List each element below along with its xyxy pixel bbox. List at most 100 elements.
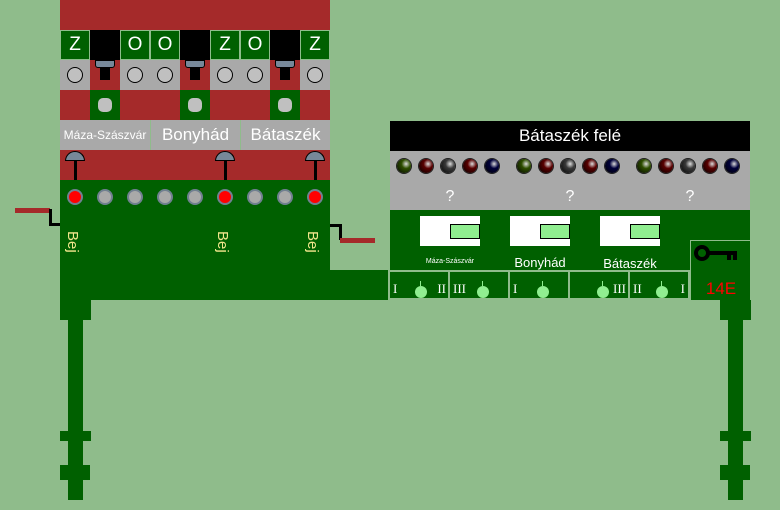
track-label: I [513,281,518,296]
track-label: I [680,281,685,296]
route-button-4[interactable]: O [150,30,180,60]
led-gray [441,159,455,173]
left-panel-header [60,0,330,30]
shunt-signal-head-icon [95,60,115,68]
track-section[interactable]: III [568,270,630,300]
push-button[interactable] [300,60,330,90]
signal-pole [314,160,317,180]
push-button[interactable] [60,60,90,90]
shunt-signal [270,60,300,90]
shunt-signal-post [100,68,110,80]
entry-label[interactable]: Bej [214,231,231,253]
panel-title: Bátaszék felé [390,121,750,151]
route-letter: Z [69,34,81,55]
indicator-lamp [127,189,143,205]
indicator-lamp [247,189,263,205]
shunt-signal-head-icon [275,60,295,68]
signal-pole [74,160,77,180]
route-button-7[interactable]: O [240,30,270,60]
track-occupancy-dot [415,286,427,298]
leg-crossbar [60,431,91,441]
indicator-lamp [277,189,293,205]
ring-button-icon [217,67,233,83]
point-switch-bataszek[interactable] [600,216,660,246]
track-section[interactable]: III [448,270,510,300]
leg-cap-right [720,300,751,320]
push-button[interactable] [240,60,270,90]
status-unknown: ? [685,188,695,205]
switch-label: Bonyhád [514,255,566,270]
wire [330,224,341,227]
signal-button[interactable] [90,90,120,120]
leg-cap-left [60,300,91,320]
route-slot-blank [270,30,300,60]
panel-cell [300,90,330,120]
track-section[interactable]: I [508,270,570,300]
entry-label[interactable]: Bej [304,231,321,253]
push-button[interactable] [150,60,180,90]
indicator-lamp [97,189,113,205]
track-stem [482,281,483,286]
status-unknown: ? [565,188,575,205]
route-slot-blank [90,30,120,60]
signal-band [60,150,330,180]
key-box[interactable]: 14E [690,240,750,300]
station-label-bonyhad: Bonyhád [150,120,240,150]
route-letter: O [157,34,173,55]
switch-label: Máza-Szászvár [425,258,475,265]
shunt-signal [180,60,210,90]
track-stem [602,281,603,286]
signal-pole [224,160,227,180]
led-red [463,159,477,173]
route-button-6[interactable]: Z [210,30,240,60]
signal-button[interactable] [270,90,300,120]
push-button[interactable] [210,60,240,90]
route-letter: O [247,34,263,55]
indicator-lamp [67,189,83,205]
indicator-lamp [217,189,233,205]
shunt-signal [90,60,120,90]
shunt-signal-head-icon [185,60,205,68]
shunt-signal-post [280,68,290,80]
indicator-lamp [307,189,323,205]
push-button[interactable] [120,60,150,90]
station-label-maza: Máza-Szászvár [60,120,150,150]
led-red [583,159,597,173]
track-stub-right [340,238,375,243]
key-icon [694,245,737,261]
track-label: III [613,281,626,296]
track-label: II [633,281,642,296]
ring-button-icon [247,67,263,83]
indicator-lamp [187,189,203,205]
switch-label: Bátaszék [603,256,657,271]
point-switch-maza[interactable] [420,216,480,246]
indicator-lamp [157,189,173,205]
shunt-signal-post [190,68,200,80]
led-green [637,159,651,173]
route-button-1[interactable]: Z [60,30,90,60]
ring-button-icon [307,67,323,83]
route-button-3[interactable]: O [120,30,150,60]
route-letter: Z [219,34,231,55]
led-blue [725,159,739,173]
switch-position-indicator [450,224,480,239]
track-stem [542,281,543,286]
point-switch-bonyhad[interactable] [510,216,570,246]
track-label: I [393,281,398,296]
entry-label[interactable]: Bej [64,231,81,253]
led-red [539,159,553,173]
switch-position-indicator [630,224,660,239]
track-section[interactable]: I II [388,270,450,300]
panel-cell [210,90,270,120]
station-code: 14E [705,279,737,298]
track-section[interactable]: II I [628,270,690,300]
led-gray [561,159,575,173]
led-blue [485,159,499,173]
led-blue [605,159,619,173]
route-button-9[interactable]: Z [300,30,330,60]
track-occupancy-dot [656,286,668,298]
signal-button[interactable] [180,90,210,120]
track-occupancy-dot [477,286,489,298]
track-stub-left [15,208,50,213]
leg-right [728,320,743,500]
